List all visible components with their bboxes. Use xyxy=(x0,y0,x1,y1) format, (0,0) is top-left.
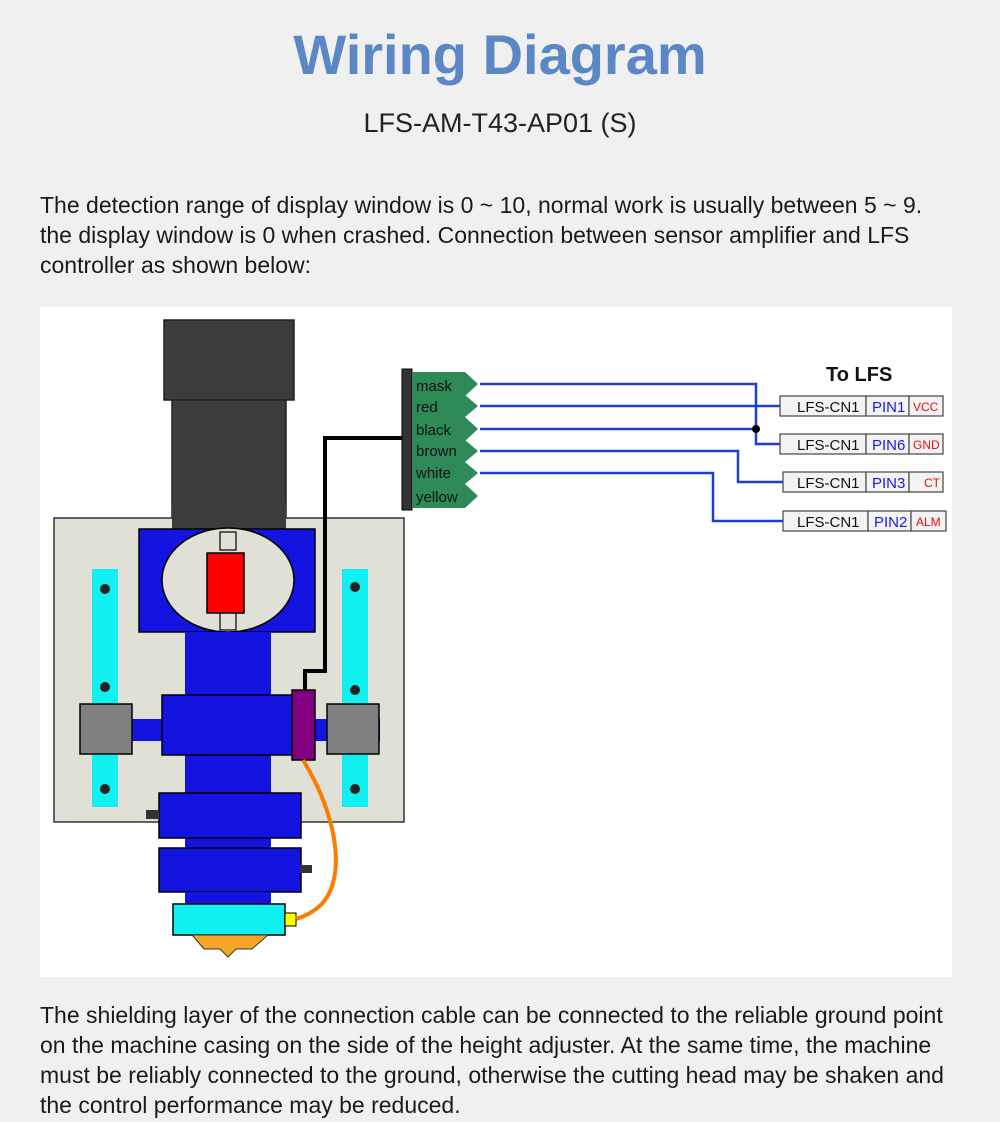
connector-pin: PIN3 xyxy=(872,475,905,492)
terminal-brown xyxy=(412,440,478,462)
wire-white xyxy=(480,471,783,523)
sensor-red-block xyxy=(206,552,245,614)
connector-signal: VCC xyxy=(913,400,939,414)
wire-label-yellow: yellow xyxy=(416,489,458,506)
to-lfs-label: To LFS xyxy=(826,364,892,386)
wire-brown xyxy=(480,449,783,484)
connector-pin1: LFS-CN1 PIN1 VCC xyxy=(779,395,944,417)
terminal-black xyxy=(412,417,478,441)
sensor-plug xyxy=(291,689,316,761)
connector-name: LFS-CN1 xyxy=(797,399,860,416)
terminal-red xyxy=(412,395,478,417)
wire-black xyxy=(480,427,780,446)
connector-signal: GND xyxy=(913,438,940,452)
signal-cable xyxy=(303,436,405,690)
connector-pin: PIN1 xyxy=(872,399,905,416)
connector-pin: PIN6 xyxy=(872,437,905,454)
wire-mask xyxy=(480,382,758,430)
wire-label-white: white xyxy=(415,465,451,482)
orange-cable xyxy=(295,758,338,921)
intro-paragraph: The detection range of display window is… xyxy=(40,192,923,278)
terminal-white xyxy=(412,462,478,484)
wiring-diagram: mask red black brown white yellow To LFS… xyxy=(40,307,952,977)
wire-label-red: red xyxy=(416,399,438,416)
terminal-block: mask red black brown white yellow xyxy=(401,368,478,511)
footer-paragraph: The shielding layer of the connection ca… xyxy=(40,1002,944,1118)
connector-signal: CT xyxy=(924,476,941,490)
nozzle-body xyxy=(172,903,286,936)
connector-name: LFS-CN1 xyxy=(797,514,860,531)
wire-label-black: black xyxy=(416,422,452,439)
terminal-mask xyxy=(412,372,478,396)
page-subtitle: LFS-AM-T43-AP01 (S) xyxy=(363,108,637,138)
connector-name: LFS-CN1 xyxy=(797,475,860,492)
connector-pin: PIN2 xyxy=(874,514,907,531)
connector-pin2: LFS-CN1 PIN2 ALM xyxy=(782,510,947,532)
junction-dot xyxy=(752,425,760,433)
cutting-head-illustration xyxy=(53,319,405,958)
wires xyxy=(480,382,783,523)
page-title: Wiring Diagram xyxy=(293,23,707,86)
wire-label-brown: brown xyxy=(416,443,457,460)
wiring-diagram-svg: mask red black brown white yellow To LFS… xyxy=(53,319,947,958)
terminal-yellow xyxy=(412,484,478,508)
connector-name: LFS-CN1 xyxy=(797,437,860,454)
connector-pin6: LFS-CN1 PIN6 GND xyxy=(779,433,944,455)
wire-label-mask: mask xyxy=(416,378,452,395)
connector-signal: ALM xyxy=(916,515,941,529)
connector-pin3: LFS-CN1 PIN3 CT xyxy=(782,471,944,493)
